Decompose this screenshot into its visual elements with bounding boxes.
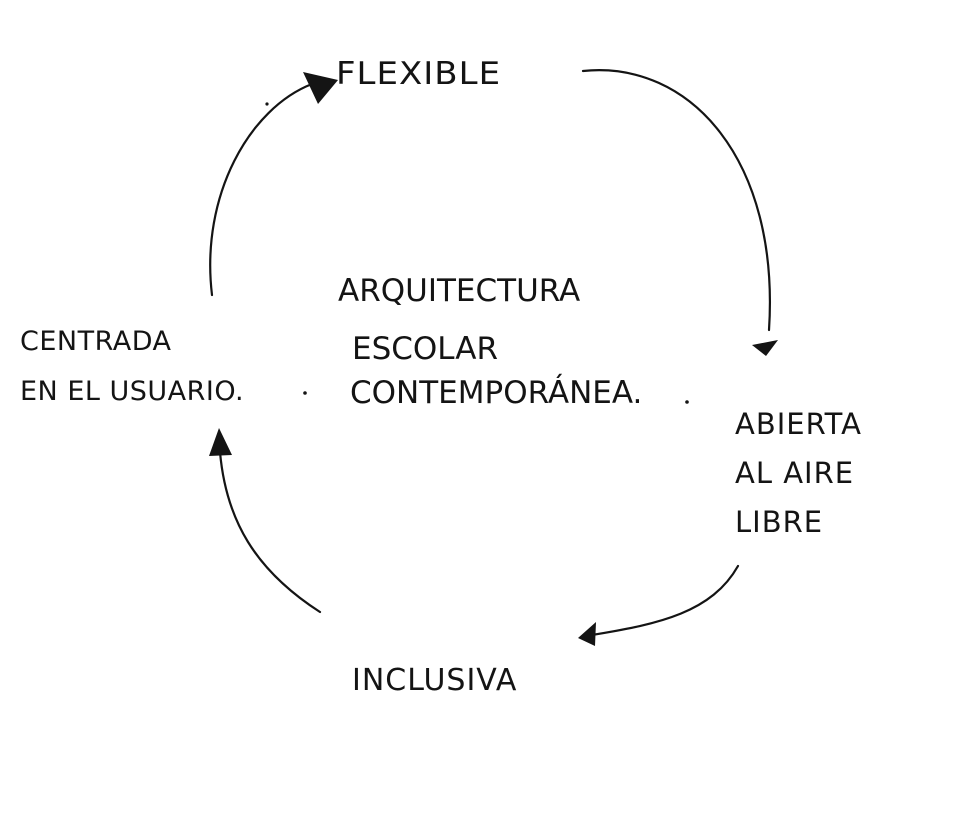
ink-dot: [303, 391, 307, 395]
node-inclusiva: INCLUSIVA: [352, 663, 518, 698]
arrowhead-abierta: [752, 340, 778, 356]
center-title-line1: ARQUITECTURA: [338, 273, 581, 309]
arrow-centrada-to-flexible: [209, 82, 314, 297]
arrow-inclusiva-to-centrada: [218, 450, 322, 614]
node-abierta-line3: LIBRE: [735, 505, 824, 539]
arrowhead-centrada: [209, 428, 232, 456]
center-title-line2: ESCOLAR: [352, 331, 499, 367]
arrow-abierta-to-inclusiva: [590, 564, 740, 637]
arrowhead-flexible: [303, 72, 338, 104]
center-title-line3: CONTEMPORÁNEA.: [350, 375, 643, 411]
ink-dot: [265, 102, 269, 106]
node-abierta-line1: ABIERTA: [735, 407, 862, 441]
arrowhead-inclusiva: [578, 622, 596, 646]
ink-dot: [685, 400, 689, 404]
node-flexible: FLEXIBLE: [336, 55, 502, 93]
node-centrada-line1: CENTRADA: [20, 326, 172, 357]
arrow-flexible-to-abierta: [581, 69, 771, 332]
node-abierta-line2: AL AIRE: [735, 456, 855, 490]
node-centrada-line2: EN EL USUARIO.: [20, 376, 245, 407]
node-abierta: ABIERTA AL AIRE LIBRE: [735, 400, 935, 547]
node-centrada: CENTRADA EN EL USUARIO.: [20, 317, 340, 417]
center-title: ARQUITECTURA ESCOLAR CONTEMPORÁNEA.: [338, 262, 698, 422]
